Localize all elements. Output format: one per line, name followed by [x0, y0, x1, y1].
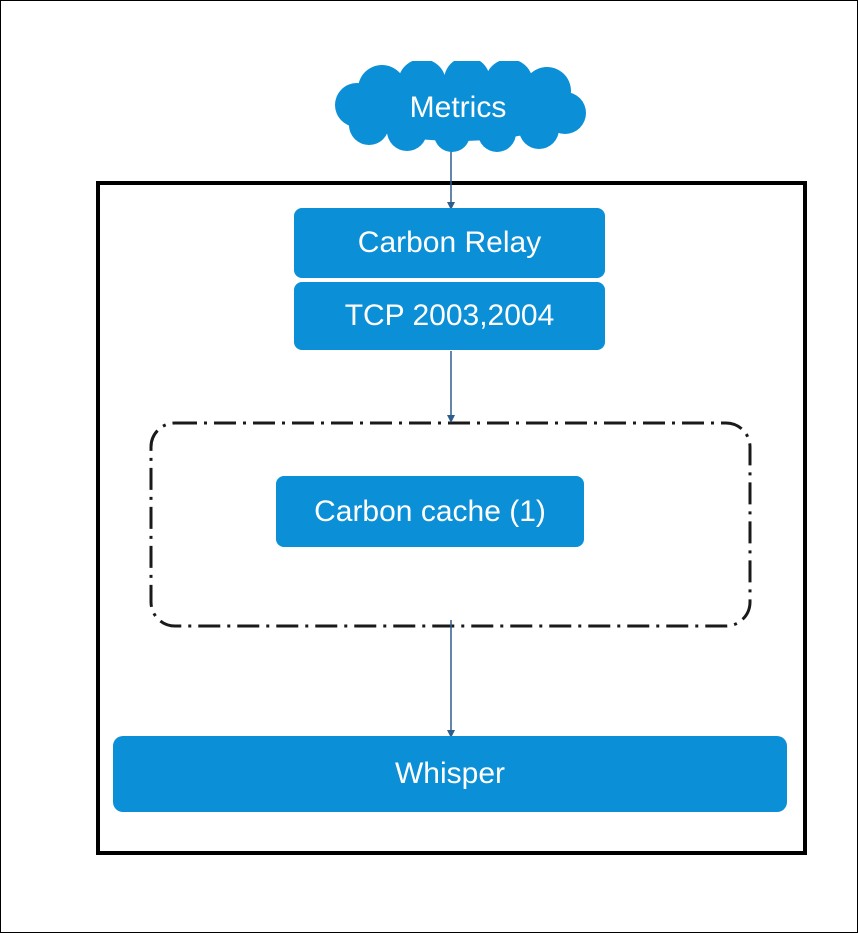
carbon-cache-node: Carbon cache (1): [276, 476, 584, 547]
cloud-icon: [335, 61, 586, 152]
whisper-node: Whisper: [113, 736, 787, 812]
metrics-cloud-node: Metrics: [327, 61, 589, 153]
metrics-label: Metrics: [409, 91, 507, 124]
tcp-ports-node: TCP 2003,2004: [294, 282, 605, 350]
carbon-relay-node: Carbon Relay: [294, 208, 605, 278]
